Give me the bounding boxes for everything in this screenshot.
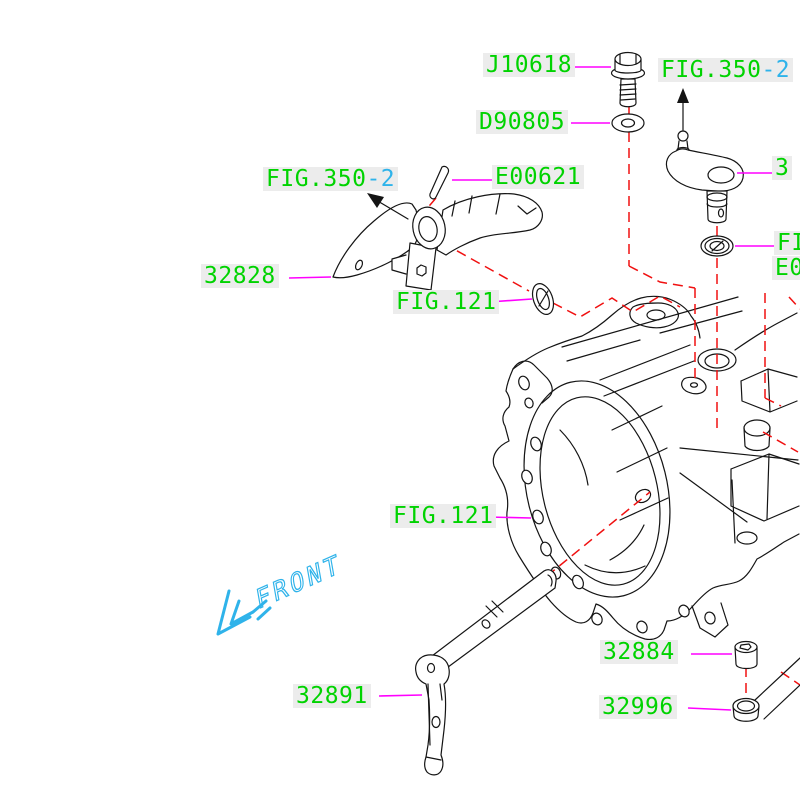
selector-arm-drawing — [665, 130, 744, 224]
pin-e00621-drawing — [429, 165, 450, 200]
leader-lines — [288, 66, 776, 711]
front-direction-arrow: FRONT — [216, 547, 344, 636]
label-fig121-upper[interactable]: FIG.121 — [393, 290, 500, 314]
label-j10618[interactable]: J10618 — [483, 53, 576, 77]
bracket-32828-drawing — [332, 193, 543, 291]
label-e0-clipped[interactable]: E0 — [772, 256, 800, 280]
label-fig121-lower[interactable]: FIG.121 — [390, 504, 497, 528]
washer-fig121-right-drawing — [700, 235, 734, 257]
label-32828[interactable]: 32828 — [201, 264, 279, 288]
label-3-clipped[interactable]: 3 — [772, 156, 793, 180]
bushing-32884-drawing — [734, 640, 758, 670]
fig350-top-arrow — [677, 88, 689, 131]
label-32891[interactable]: 32891 — [293, 684, 371, 708]
seal-fig121-upper-drawing — [531, 283, 555, 315]
fig350-left-suffix: -2 — [366, 166, 396, 192]
front-label: FRONT — [254, 547, 344, 615]
label-e00621[interactable]: E00621 — [492, 165, 585, 189]
bolt-j10618-drawing — [610, 51, 646, 108]
axis-dashed-lines — [423, 106, 800, 697]
washer-d90805-drawing — [611, 113, 645, 133]
transmission-case-drawing — [492, 295, 800, 641]
fig350-top-suffix: -2 — [761, 57, 791, 83]
label-fig350-left[interactable]: FIG.350-2 — [263, 166, 399, 192]
rod-fork-32891-drawing — [415, 569, 557, 776]
label-32884[interactable]: 32884 — [600, 640, 678, 664]
label-d90805[interactable]: D90805 — [476, 110, 569, 134]
fig350-left-arrow — [367, 193, 409, 220]
label-fig350-top[interactable]: FIG.350-2 — [658, 57, 794, 83]
cup-32996-drawing — [732, 657, 800, 722]
label-32996[interactable]: 32996 — [599, 695, 677, 719]
label-fig-clipped[interactable]: FI — [774, 231, 800, 255]
